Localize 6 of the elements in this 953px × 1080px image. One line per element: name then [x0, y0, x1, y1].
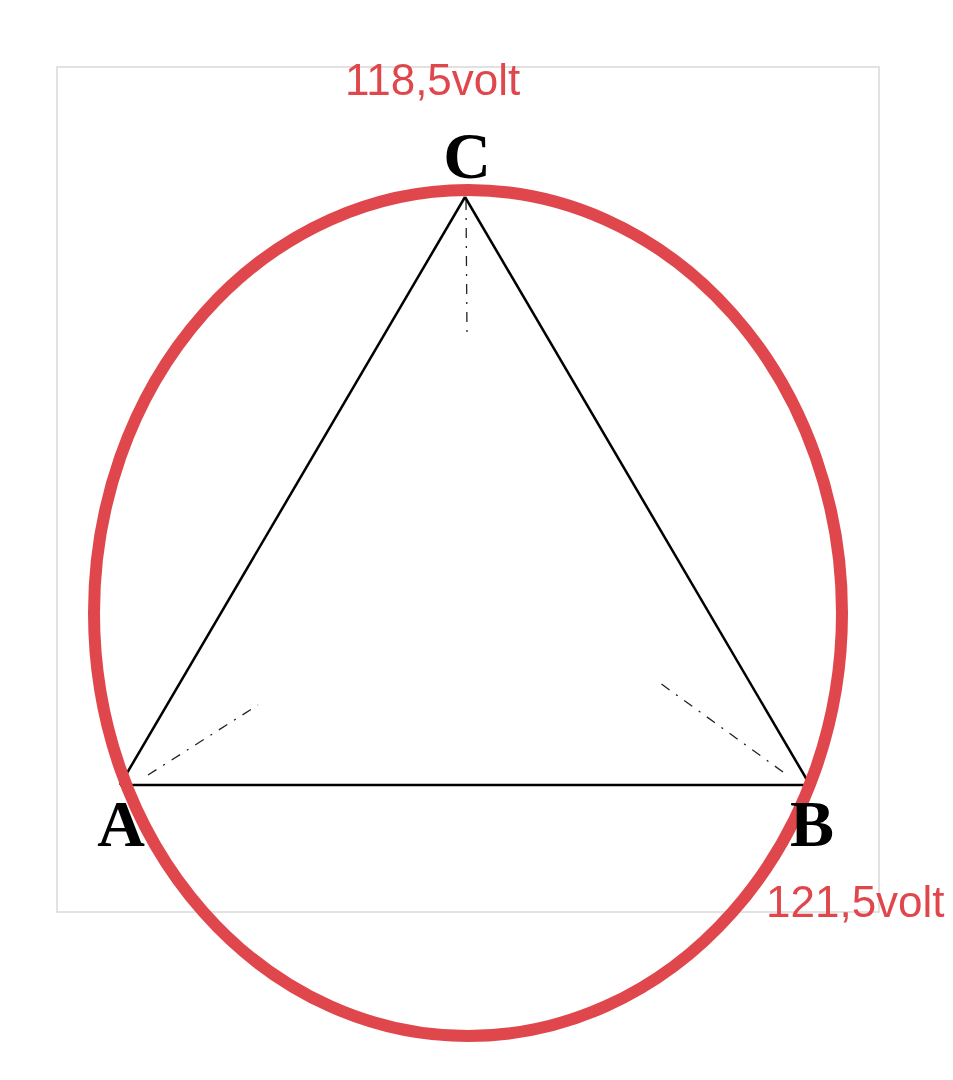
voltage-label: 121,5volt	[766, 880, 945, 924]
voltage-label: 118,5volt	[345, 58, 521, 102]
vertex-label: C	[432, 115, 502, 197]
triangle-side	[118, 196, 467, 786]
vertex-label: A	[90, 785, 152, 863]
vertex-label: B	[780, 785, 844, 863]
